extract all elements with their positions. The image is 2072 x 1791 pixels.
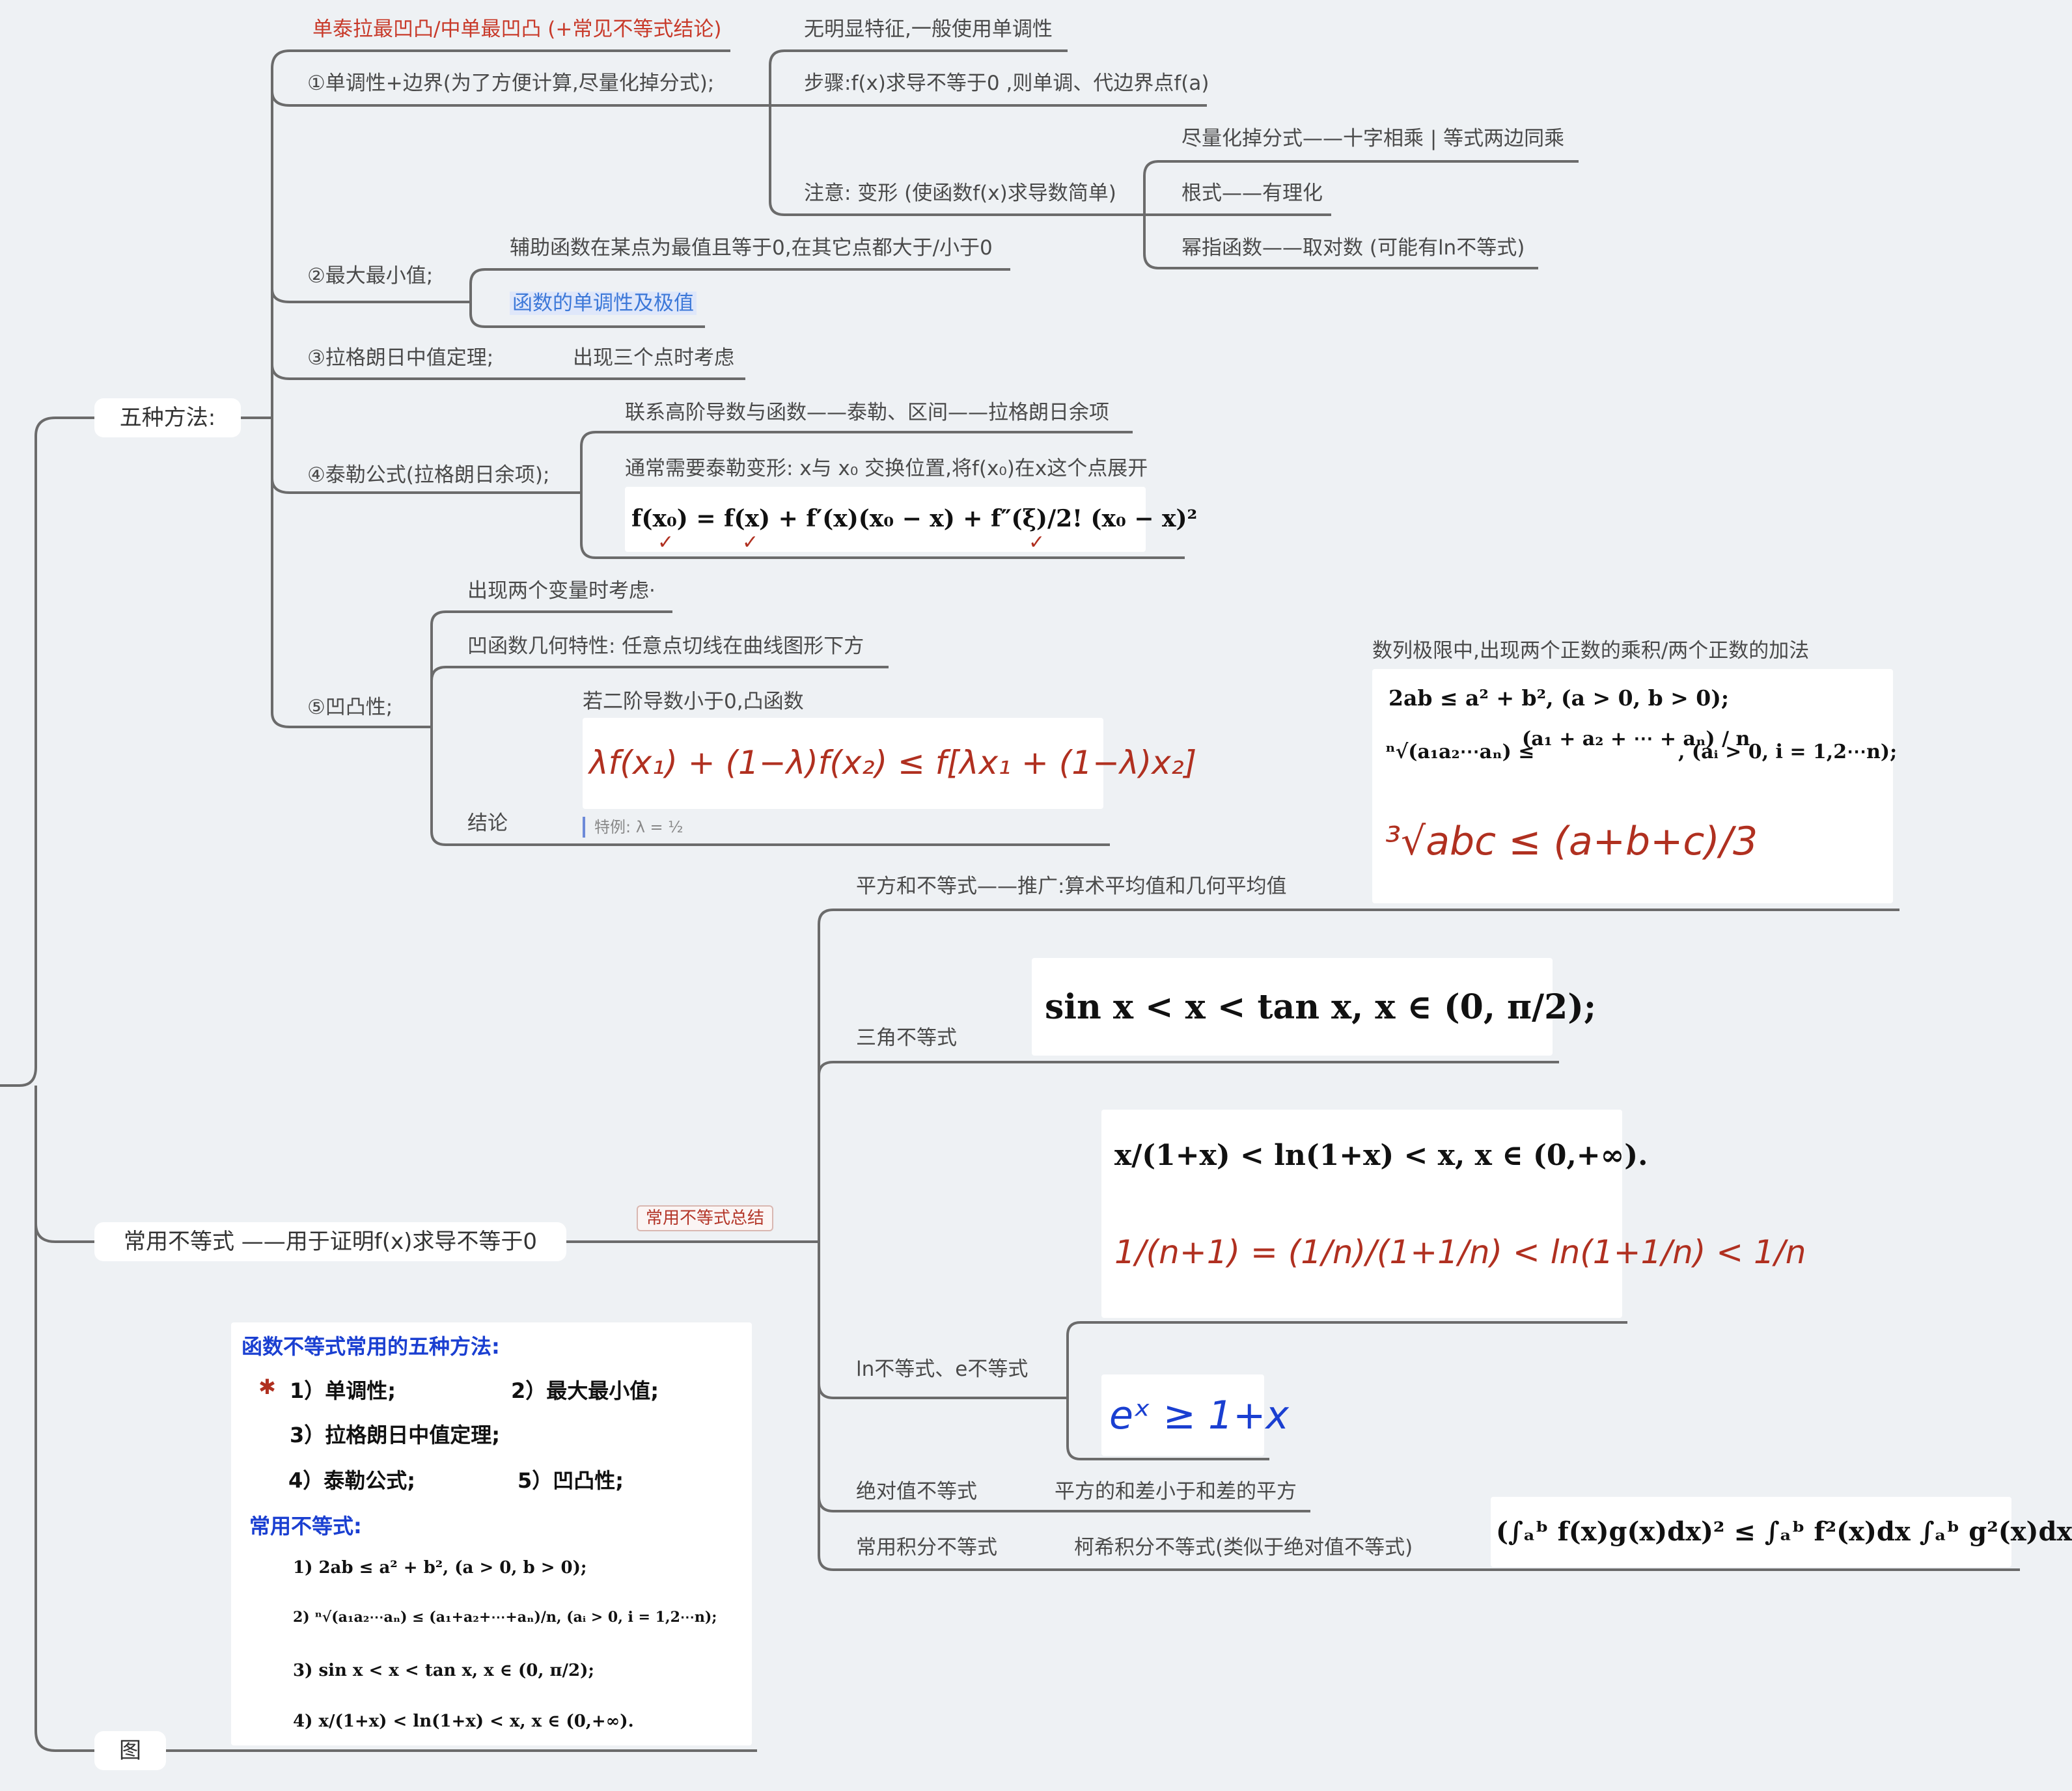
summary-ineq-3: 3) sin x < x < tan x, x ∈ (0, π/2); (293, 1661, 594, 1680)
check-mark-1: ✓ (657, 531, 674, 554)
check-mark-3: ✓ (1029, 531, 1045, 554)
method-5-conclusion[interactable]: 结论 (467, 812, 508, 835)
method-1-child-2[interactable]: 步骤:f(x)求导不等于0 ,则单调、代边界点f(a) (804, 72, 1209, 95)
square-inequality-label[interactable]: 平方和不等式——推广:算术平均值和几何平均值 (856, 875, 1287, 898)
am-gm-handwritten: ³√abc ≤ (a+b+c)/3 (1385, 819, 1758, 864)
transform-item-3[interactable]: 幂指函数——取对数 (可能有ln不等式) (1181, 236, 1525, 260)
method-4-child-1[interactable]: 联系高阶导数与函数——泰勒、区间——拉格朗日余项 (625, 401, 1109, 424)
trig-inequality-label[interactable]: 三角不等式 (856, 1026, 957, 1050)
summary-ineq-2: 2) ⁿ√(a₁a₂⋯aₙ) ≤ (a₁+a₂+⋯+aₙ)/n, (aᵢ > 0… (293, 1609, 717, 1626)
method-3-child[interactable]: 出现三个点时考虑 (573, 346, 734, 370)
inequality-summary-tag[interactable]: 常用不等式总结 (637, 1205, 774, 1231)
summary-common-title: 常用不等式: (249, 1514, 362, 1538)
integral-inequality-label[interactable]: 常用积分不等式 (856, 1536, 997, 1559)
ln-inequality-label[interactable]: ln不等式、e不等式 (856, 1358, 1029, 1381)
method-1-label[interactable]: ①单调性+边界(为了方便计算,尽量化掉分式); (307, 72, 715, 95)
am-gm-formula-2b: (a₁ + a₂ + ⋯ + aₙ) / n (1522, 728, 1750, 750)
summary-title: 函数不等式常用的五种方法: (242, 1334, 500, 1359)
abs-inequality-label[interactable]: 绝对值不等式 (856, 1480, 977, 1503)
method-2-child-2[interactable]: 函数的单调性及极值 (510, 290, 697, 316)
sequence-limit-note[interactable]: 数列极限中,出现两个正数的乘积/两个正数的加法 (1372, 639, 1810, 663)
summary-mark: ✱ (258, 1374, 276, 1399)
branch-common-inequalities[interactable]: 常用不等式 ——用于证明f(x)求导不等于0 (94, 1222, 566, 1261)
am-gm-formula-2c: , (aᵢ > 0, i = 1,2⋯n); (1678, 741, 1898, 763)
concavity-condition[interactable]: 若二阶导数小于0,凸函数 (583, 690, 804, 713)
taylor-formula: f(x₀) = f(x) + f′(x)(x₀ − x) + f″(ξ)/2! … (631, 505, 1198, 532)
check-mark-2: ✓ (742, 531, 759, 554)
integral-inequality-child[interactable]: 柯希积分不等式(类似于绝对值不等式) (1074, 1536, 1413, 1559)
trig-image: sin x < x < tan x, x ∈ (0, π/2); (1032, 958, 1596, 1056)
branch-common-inequalities-label: 常用不等式 ——用于证明f(x)求导不等于0 (123, 1229, 538, 1255)
trig-formula: sin x < x < tan x, x ∈ (0, π/2); (1045, 987, 1597, 1027)
branch-five-methods[interactable]: 五种方法: (94, 398, 241, 437)
cauchy-schwarz-formula: (∫ₐᵇ f(x)g(x)dx)² ≤ ∫ₐᵇ f²(x)dx ∫ₐᵇ g²(x… (1496, 1516, 2072, 1547)
method-2-label[interactable]: ②最大最小值; (307, 264, 434, 288)
summary-ineq-4: 4) x/(1+x) < ln(1+x) < x, x ∈ (0,+∞). (293, 1712, 634, 1731)
am-gm-formula-1: 2ab ≤ a² + b², (a > 0, b > 0); (1388, 685, 1730, 711)
summary-item-4: 4）泰勒公式; (288, 1468, 416, 1493)
method-5-label[interactable]: ⑤凹凸性; (307, 696, 393, 719)
summary-item-3: 3）拉格朗日中值定理; (290, 1423, 501, 1447)
top-note[interactable]: 单泰拉最凹凸/中单最凹凸 (+常见不等式结论) (312, 18, 722, 41)
cauchy-schwarz-image: (∫ₐᵇ f(x)g(x)dx)² ≤ ∫ₐᵇ f²(x)dx ∫ₐᵇ g²(x… (1491, 1497, 2072, 1567)
taylor-formula-image: f(x₀) = f(x) + f′(x)(x₀ − x) + f″(ξ)/2! … (625, 487, 1197, 554)
branch-five-methods-label: 五种方法: (119, 405, 216, 431)
method-3-label[interactable]: ③拉格朗日中值定理; (307, 346, 494, 370)
summary-ineq-1: 1) 2ab ≤ a² + b², (a > 0, b > 0); (293, 1558, 587, 1578)
am-gm-image: 2ab ≤ a² + b², (a > 0, b > 0); ⁿ√(a₁a₂⋯a… (1372, 669, 1897, 903)
jensen-inequality-handwritten: λf(x₁) + (1−λ)f(x₂) ≤ f[λx₁ + (1−λ)x₂] (589, 744, 1197, 782)
method-5-child-2[interactable]: 凹函数几何特性: 任意点切线在曲线图形下方 (467, 635, 864, 658)
abs-inequality-child[interactable]: 平方的和差小于和差的平方 (1055, 1480, 1297, 1503)
monotonicity-extrema-link[interactable]: 函数的单调性及极值 (510, 292, 697, 315)
branch-figure-label: 图 (119, 1738, 141, 1764)
method-5-child-1[interactable]: 出现两个变量时考虑· (467, 579, 656, 603)
method-4-label[interactable]: ④泰勒公式(拉格朗日余项); (307, 463, 550, 487)
exp-handwritten: eˣ ≥ 1+x (1109, 1393, 1289, 1438)
ln-formula: x/(1+x) < ln(1+x) < x, x ∈ (0,+∞). (1114, 1139, 1648, 1172)
summary-image: 函数不等式常用的五种方法: ✱ 1）单调性; 2）最大最小值; 3）拉格朗日中值… (231, 1322, 752, 1745)
branch-figure[interactable]: 图 (94, 1731, 166, 1770)
special-case-note: 特例: λ = ½ (583, 817, 684, 838)
ln-image: x/(1+x) < ln(1+x) < x, x ∈ (0,+∞). 1/(n+… (1101, 1110, 1806, 1318)
transform-item-1[interactable]: 尽量化掉分式——十字相乘 | 等式两边同乘 (1181, 127, 1565, 150)
ln-handwritten: 1/(n+1) = (1/n)/(1+1/n) < ln(1+1/n) < 1/… (1114, 1233, 1806, 1271)
method-4-child-2[interactable]: 通常需要泰勒变形: x与 x₀ 交换位置,将f(x₀)在x这个点展开 (625, 457, 1148, 480)
method-2-child-1[interactable]: 辅助函数在某点为最值且等于0,在其它点都大于/小于0 (510, 236, 993, 260)
concavity-handwritten-image: λf(x₁) + (1−λ)f(x₂) ≤ f[λx₁ + (1−λ)x₂] (583, 718, 1196, 809)
transform-item-2[interactable]: 根式——有理化 (1181, 182, 1323, 205)
am-gm-formula-2a: ⁿ√(a₁a₂⋯aₙ) ≤ (1385, 741, 1535, 763)
summary-item-5: 5）凹凸性; (518, 1468, 624, 1493)
exp-image: eˣ ≥ 1+x (1101, 1374, 1289, 1456)
summary-item-2: 2）最大最小值; (511, 1378, 659, 1403)
summary-item-1: 1）单调性; (290, 1378, 396, 1403)
method-1-child-1[interactable]: 无明显特征,一般使用单调性 (804, 18, 1053, 41)
method-1-child-3[interactable]: 注意: 变形 (使函数f(x)求导数简单) (804, 182, 1116, 205)
